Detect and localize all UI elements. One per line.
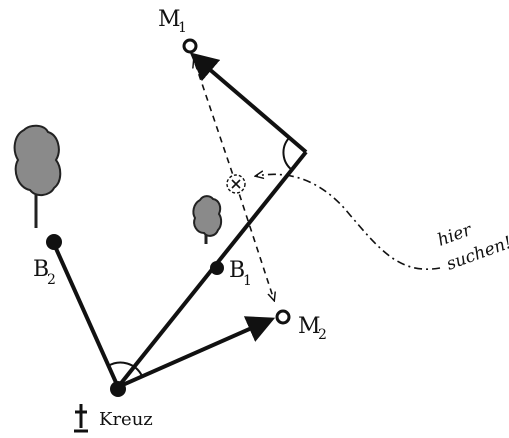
label-m2: M xyxy=(298,314,321,339)
cross-point xyxy=(110,381,126,397)
label-m2-subscript: 2 xyxy=(318,327,327,343)
dashdot-pointer-line xyxy=(256,174,441,270)
b2-point xyxy=(46,234,62,250)
tree-icon xyxy=(13,124,62,228)
grave-cross-icon xyxy=(74,404,88,433)
dashed-construction-line xyxy=(235,183,274,300)
path-top-to-m1 xyxy=(189,52,308,154)
right-angle-arc xyxy=(282,137,293,171)
label-b2: B xyxy=(33,257,49,282)
label-kreuz: Kreuz xyxy=(99,409,153,430)
m2-point xyxy=(275,309,291,325)
path-cross-to-b2 xyxy=(52,243,120,388)
right-angle-arc xyxy=(107,361,143,377)
label-b1-subscript: 1 xyxy=(243,273,252,289)
path-cross-to-m2 xyxy=(117,316,276,389)
dashed-construction-line xyxy=(194,60,237,185)
tree-icon xyxy=(192,195,223,244)
b1-point xyxy=(210,261,224,275)
m1-point xyxy=(182,38,198,54)
label-b1: B xyxy=(229,258,245,283)
label-m1: M xyxy=(158,7,181,32)
label-b2-subscript: 2 xyxy=(47,272,56,288)
target-point-icon xyxy=(226,174,246,194)
label-m1-subscript: 1 xyxy=(178,20,187,36)
